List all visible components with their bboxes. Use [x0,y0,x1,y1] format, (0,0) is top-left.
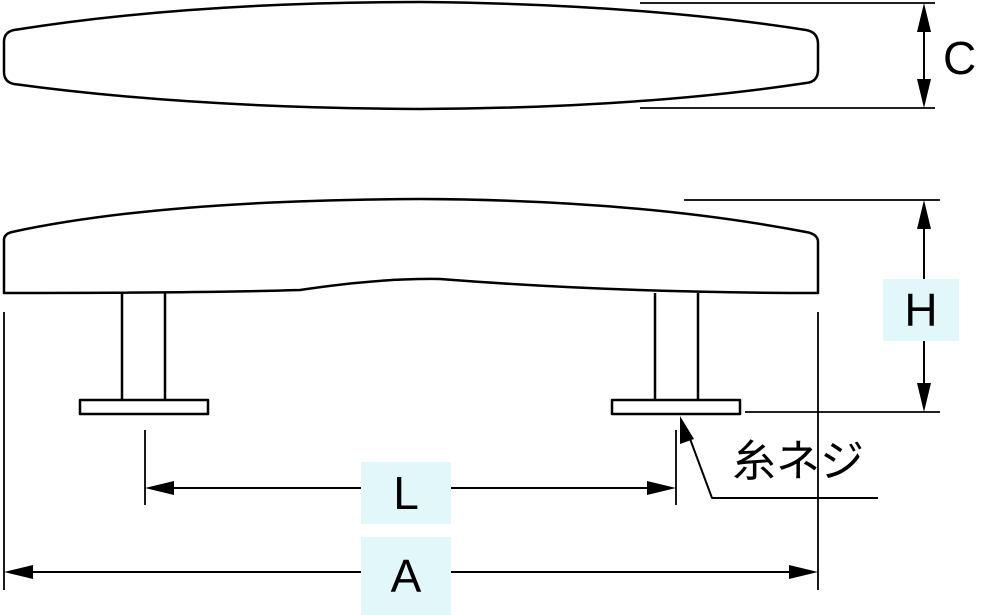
thread-leader-arrow [680,416,694,444]
h-arrow-bottom [917,383,931,412]
overall-a-label: A [361,537,451,615]
thread-leader-line [685,427,878,499]
pitch-l-label: L [361,462,451,524]
height-h-label: H [883,279,959,341]
right-washer [610,398,742,416]
a-arrow-left [4,565,33,579]
handle-front-view [2,197,820,295]
thread-callout-label: 糸ネジ [732,436,864,487]
c-arrow-top [917,3,931,32]
width-c-label: C [943,32,977,84]
l-arrow-right [647,481,676,495]
handle-top-view [2,0,820,111]
left-washer [78,398,210,416]
l-arrow-left [145,481,174,495]
a-arrow-right [789,565,818,579]
h-arrow-top [917,200,931,229]
c-arrow-bottom [917,79,931,108]
